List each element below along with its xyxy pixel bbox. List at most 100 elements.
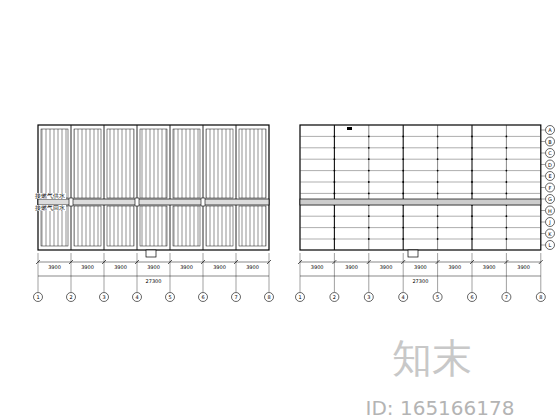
axis-number: 6 <box>201 295 204 300</box>
plan-stroke <box>300 262 541 263</box>
entrance <box>146 250 156 257</box>
plan-stroke <box>541 176 545 177</box>
axis-letter: H <box>548 208 552 213</box>
dimension: 3900 <box>179 265 194 270</box>
plan-stroke <box>541 233 545 234</box>
radiant-coil <box>173 206 200 246</box>
plan-stroke <box>403 253 404 292</box>
axis-number: 4 <box>402 295 405 300</box>
plan-stroke <box>541 245 545 246</box>
axis-number: 6 <box>470 295 473 300</box>
hanger-point <box>437 136 439 138</box>
hanger-point <box>506 181 508 183</box>
plan-stroke <box>104 253 105 292</box>
hanger-point <box>402 181 404 183</box>
radiant-coil <box>140 129 167 198</box>
entrance <box>408 250 418 257</box>
dimension: 3900 <box>80 265 95 270</box>
hanger-point <box>334 170 336 172</box>
axis-bubble <box>546 195 555 204</box>
axis-letter: A <box>548 128 551 133</box>
hanger-point <box>506 147 508 149</box>
radiant-coil <box>239 206 266 246</box>
plan-stroke <box>236 125 237 250</box>
hanger-point <box>402 227 404 229</box>
hanger-point <box>437 147 439 149</box>
radiant-coil <box>41 129 68 198</box>
dimension: 3900 <box>113 265 128 270</box>
axis-bubble <box>34 293 43 302</box>
plan-stroke <box>334 253 335 292</box>
axis-bubble <box>546 172 555 181</box>
plan-stroke <box>137 125 138 250</box>
axis-letter: B <box>548 139 551 144</box>
axis-bubble <box>546 206 555 215</box>
hanger-point <box>402 215 404 217</box>
plan-stroke <box>71 253 72 292</box>
hanger-point <box>334 238 336 240</box>
plan-stroke <box>506 125 507 250</box>
radiant-coil <box>206 206 233 246</box>
axis-number: 8 <box>539 295 542 300</box>
plan-stroke <box>541 187 545 188</box>
hanger-point <box>368 215 370 217</box>
plan-stroke <box>69 260 73 264</box>
axis-number: 3 <box>367 295 370 300</box>
hanger-point <box>506 170 508 172</box>
dimension: 3900 <box>245 265 260 270</box>
plan-stroke <box>104 125 105 250</box>
hanger-point <box>334 227 336 229</box>
radiant-coil <box>107 129 134 198</box>
axis-bubble <box>265 293 274 302</box>
radiant-coil <box>173 129 200 198</box>
radiant-coil <box>239 129 266 198</box>
axis-bubble <box>546 137 555 146</box>
plan-stroke <box>168 260 172 264</box>
axis-bubble <box>232 293 241 302</box>
main-duct <box>300 199 541 205</box>
hanger-point <box>437 238 439 240</box>
hanger-point <box>402 193 404 195</box>
axis-letter: J <box>549 220 550 225</box>
plan-stroke <box>137 253 138 292</box>
plan-stroke <box>437 125 438 250</box>
plan-stroke <box>300 159 541 160</box>
plan-stroke <box>401 260 405 264</box>
hanger-point <box>437 215 439 217</box>
plan-stroke <box>541 210 545 211</box>
plan-stroke <box>38 262 269 263</box>
hanger-point <box>402 158 404 160</box>
plan-stroke <box>102 260 106 264</box>
hanger-point <box>368 227 370 229</box>
plan-stroke <box>300 216 541 217</box>
hanger-point <box>402 170 404 172</box>
axis-number: 7 <box>505 295 508 300</box>
axis-bubble <box>199 293 208 302</box>
axis-bubble <box>546 218 555 227</box>
plan-stroke <box>300 276 541 277</box>
radiant-coil <box>41 206 68 246</box>
plan-stroke <box>234 260 238 264</box>
plan-stroke <box>541 164 545 165</box>
hanger-point <box>506 227 508 229</box>
axis-bubble <box>364 293 373 302</box>
plan-stroke <box>506 253 507 292</box>
pipe-label: 接燃气供水 <box>34 193 66 199</box>
axis-number: 5 <box>436 295 439 300</box>
plan-stroke <box>300 147 541 148</box>
axis-letter: L <box>549 243 552 248</box>
hanger-point <box>368 181 370 183</box>
radiant-coil <box>206 129 233 198</box>
axis-bubble <box>546 241 555 250</box>
plan-stroke <box>403 125 404 250</box>
manifold <box>135 198 139 206</box>
hanger-point <box>368 158 370 160</box>
plan-outline <box>38 125 269 250</box>
plan-stroke <box>300 193 541 194</box>
plan-stroke <box>38 253 39 292</box>
axis-bubble <box>536 293 545 302</box>
axis-letter: F <box>549 185 552 190</box>
hanger-point <box>368 147 370 149</box>
axis-bubble <box>546 229 555 238</box>
plan-stroke <box>300 136 541 137</box>
